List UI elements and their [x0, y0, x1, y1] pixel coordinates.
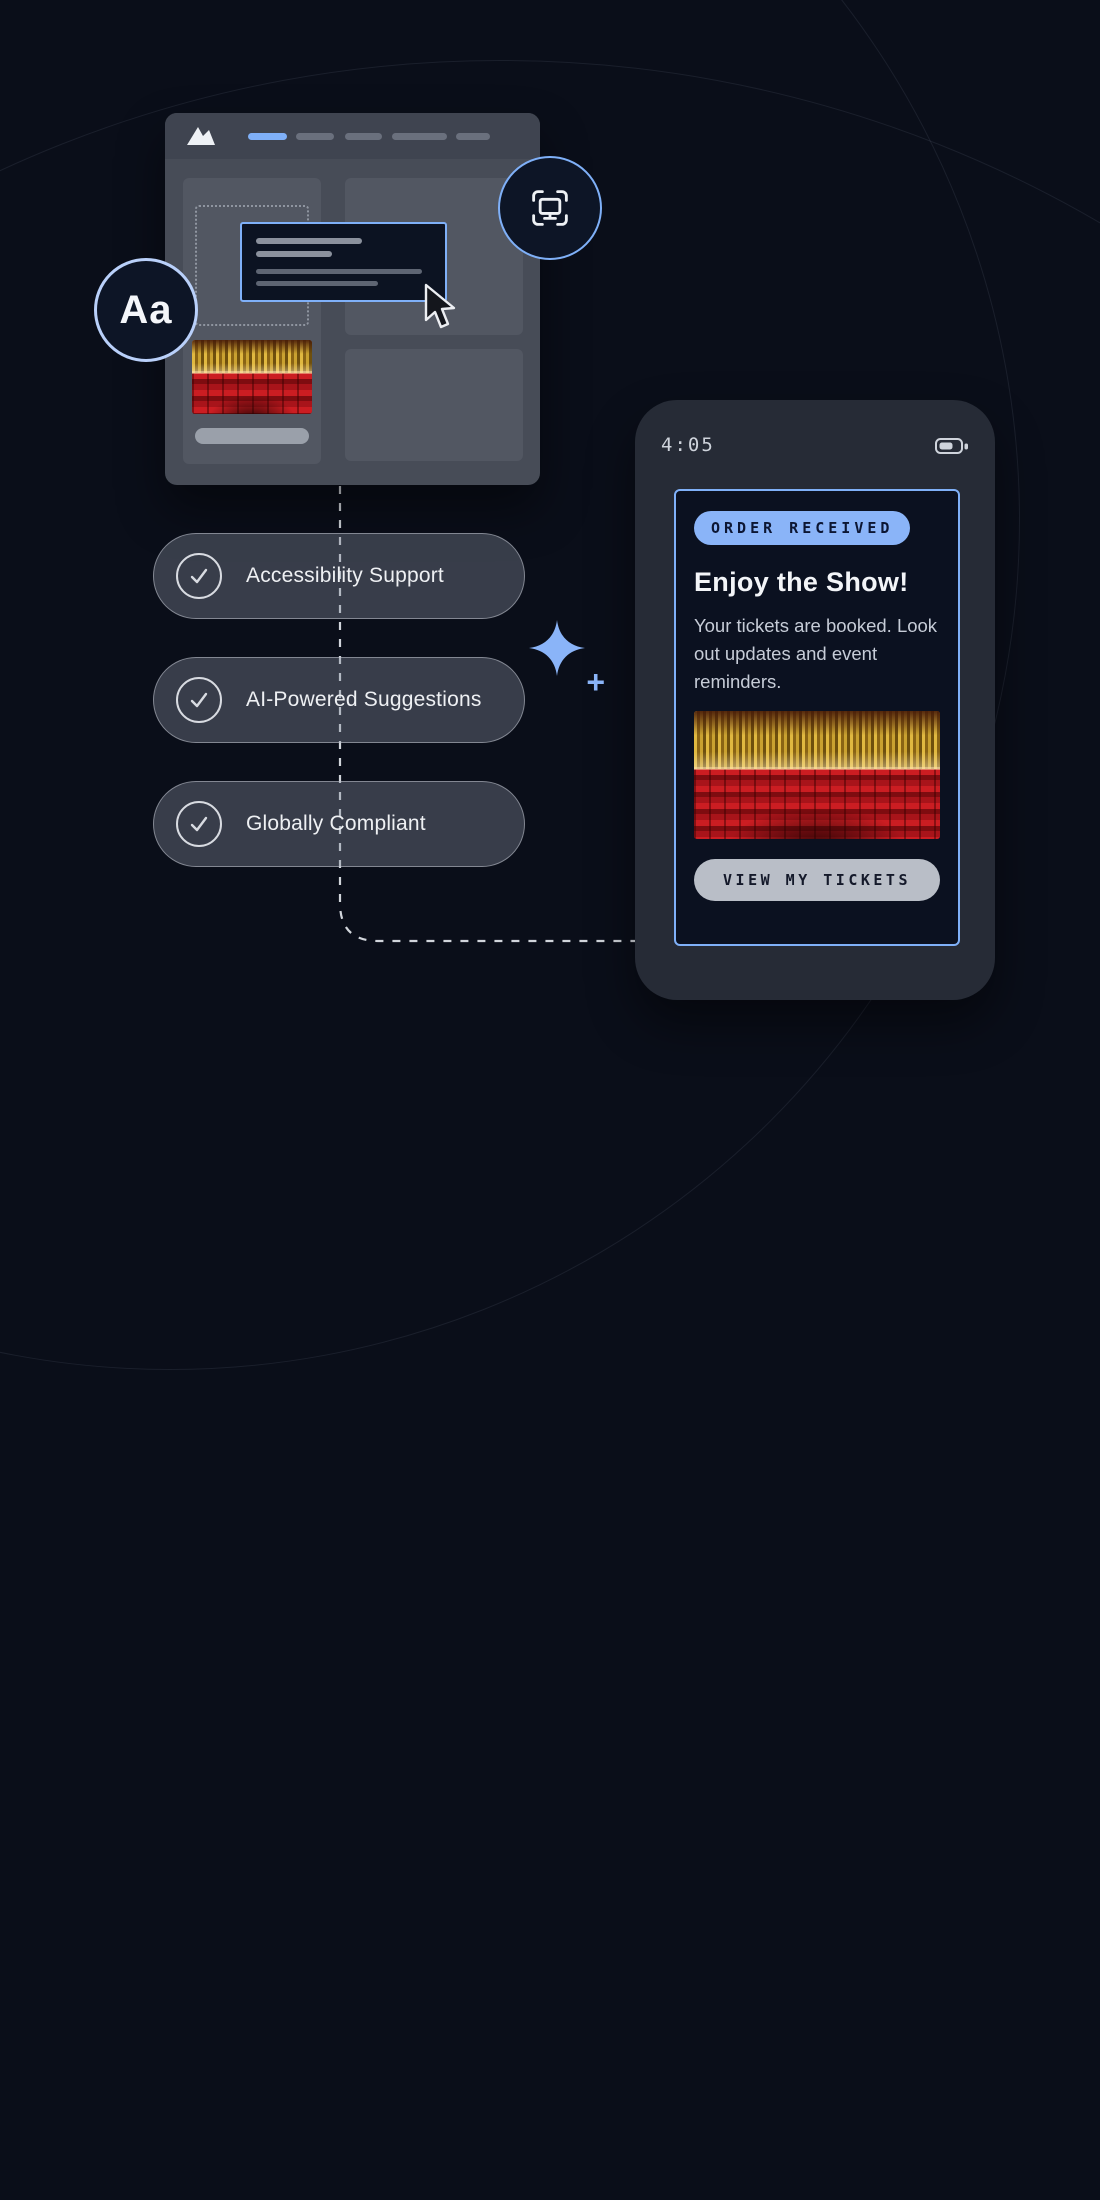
card-pill-button[interactable]	[195, 428, 309, 444]
screen-badge	[498, 156, 602, 260]
content-card-right-bottom	[345, 349, 523, 461]
battery-icon	[935, 438, 968, 454]
nav-item[interactable]	[296, 133, 334, 140]
feature-item-ai-suggestions: AI-Powered Suggestions	[153, 657, 525, 743]
aa-label: Aa	[119, 287, 173, 332]
text-line-placeholder	[256, 251, 332, 257]
phone-screen: ORDER RECEIVED Enjoy the Show! Your tick…	[674, 489, 960, 946]
feature-label: Globally Compliant	[246, 812, 426, 835]
brand-logo-icon	[187, 127, 215, 145]
view-tickets-button[interactable]: VIEW MY TICKETS	[694, 859, 940, 902]
feature-item-accessibility: Accessibility Support	[153, 533, 525, 619]
dashed-connector-line	[338, 486, 636, 943]
theater-thumbnail-image	[192, 340, 312, 414]
feature-item-globally-compliant: Globally Compliant	[153, 781, 525, 867]
content-card-left	[183, 178, 321, 464]
notification-heading: Enjoy the Show!	[694, 567, 909, 597]
check-icon	[176, 553, 222, 599]
plus-icon: +	[586, 664, 605, 700]
phone-mockup: 4:05 ORDER RECEIVED Enjoy the Show! Your…	[635, 400, 995, 1000]
theater-image	[694, 711, 940, 840]
browser-window-mockup	[165, 113, 540, 485]
text-line-placeholder	[256, 281, 378, 286]
feature-label: Accessibility Support	[246, 564, 444, 587]
notification-body: Your tickets are booked. Look out update…	[694, 615, 938, 692]
sparkle-icon: +	[527, 618, 607, 698]
screen-share-icon	[532, 190, 568, 226]
cursor-icon	[424, 283, 456, 329]
text-line-placeholder	[256, 238, 362, 244]
feature-label: AI-Powered Suggestions	[246, 688, 482, 711]
check-icon	[176, 801, 222, 847]
window-header	[165, 113, 540, 159]
nav-item-active[interactable]	[248, 133, 287, 140]
text-line-placeholder	[256, 269, 422, 274]
status-bar-time: 4:05	[661, 434, 715, 456]
nav-item[interactable]	[456, 133, 490, 140]
nav-item[interactable]	[392, 133, 447, 140]
status-badge: ORDER RECEIVED	[694, 511, 911, 545]
typography-badge: Aa	[94, 258, 198, 362]
check-icon	[176, 677, 222, 723]
nav-item[interactable]	[345, 133, 382, 140]
text-block-popup	[240, 222, 447, 302]
